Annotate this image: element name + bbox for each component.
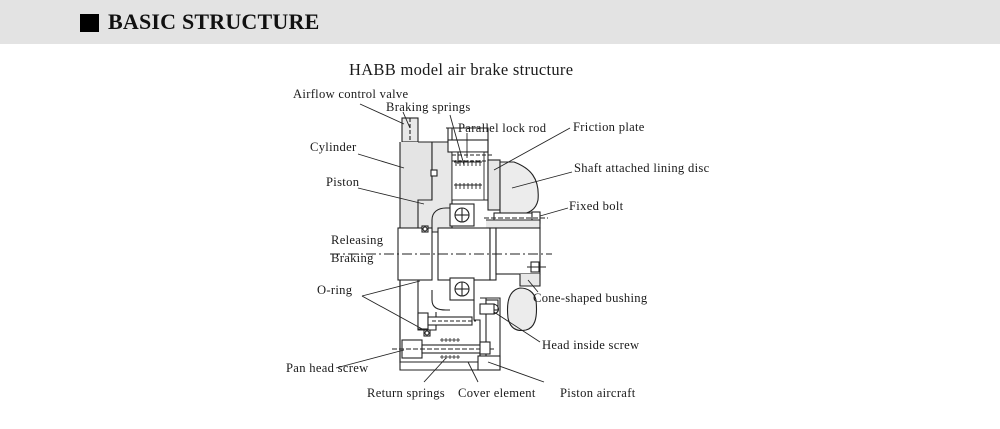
label-braking-springs: Braking springs [386,100,471,114]
leader-lines [335,103,573,383]
label-o-ring: O-ring [317,283,353,297]
return-springs-part [440,338,460,359]
label-releasing: Releasing [331,233,384,247]
label-return-springs: Return springs [367,386,446,400]
square-bullet-icon [80,14,99,32]
parallel-lock-rod-part [452,152,492,164]
braking-springs-part [451,151,485,201]
label-head-inside-screw: Head inside screw [542,338,640,352]
leader-o-ring-a [361,280,421,297]
label-braking: Braking [331,251,374,265]
label-piston: Piston [326,175,360,189]
pan-head-screw-part [392,339,494,359]
fixed-bolt-part [484,211,548,229]
leader-lining-disc [511,171,573,189]
leader-cone-bushing [527,279,539,293]
label-pan-head-screw: Pan head screw [286,361,369,375]
leader-cover-element [467,361,479,383]
label-parallel-lock-rod: Parallel lock rod [458,121,547,135]
label-piston-aircraft: Piston aircraft [560,386,636,400]
leader-piston [357,187,425,205]
upper-bearing-part [449,203,475,227]
leader-pan-head-screw [335,349,405,369]
label-cone-shaped-bushing: Cone-shaped bushing [533,291,648,305]
inner-screw-part [417,312,476,330]
leader-fixed-bolt [539,207,569,217]
section-header: BASIC STRUCTURE [0,0,1000,44]
cone-shaped-bushing-part [506,274,541,332]
o-ring-parts [421,169,438,337]
label-fixed-bolt: Fixed bolt [569,199,624,213]
leader-braking-springs-b [449,114,465,166]
leader-piston-aircraft [487,361,545,383]
label-airflow-control-valve: Airflow control valve [293,87,409,101]
leader-head-inside-screw [493,311,541,343]
leader-return-springs [423,357,447,383]
shaft-part [330,227,552,281]
leader-friction-plate [493,127,571,171]
label-shaft-attached-lining-disc: Shaft attached lining disc [574,161,710,175]
leader-o-ring-b [361,295,425,331]
label-friction-plate: Friction plate [573,120,645,134]
label-cover-element: Cover element [458,386,536,400]
lining-disc-part [499,161,539,221]
label-cylinder: Cylinder [310,140,357,154]
lower-bearing-part [449,277,475,301]
diagram-title: HABB model air brake structure [349,60,574,79]
section-title: BASIC STRUCTURE [108,9,320,34]
leader-braking-springs-a [402,111,411,129]
leader-cylinder [357,153,405,169]
leader-airflow-valve [359,103,405,125]
